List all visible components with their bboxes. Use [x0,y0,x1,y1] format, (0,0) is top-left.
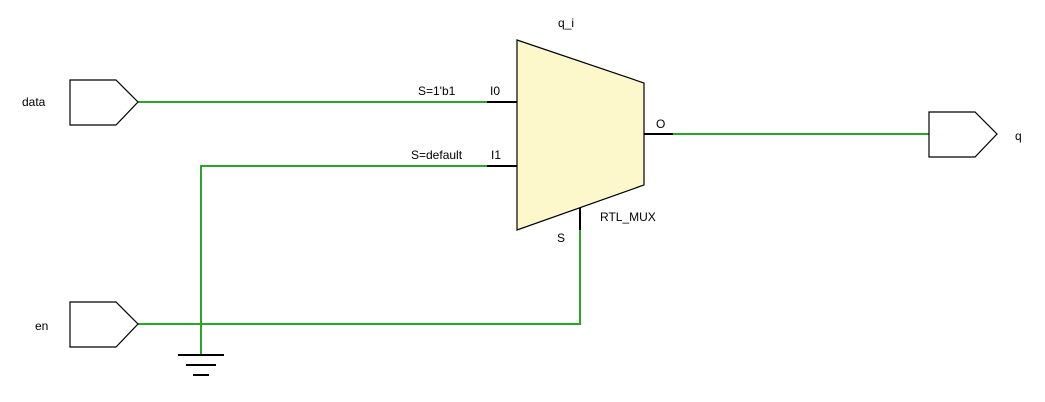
mux-pin-label-o: O [656,117,665,131]
q-port-icon[interactable] [928,111,998,158]
mux-instance-name: q_i [558,16,574,30]
data-port-icon[interactable] [69,79,139,126]
mux-body[interactable] [516,39,645,231]
wire-en-to-select[interactable] [138,230,581,325]
ground-symbol-icon [178,354,224,376]
mux-condition-i1: S=default [411,148,463,162]
mux-condition-i0: S=1'b1 [418,84,456,98]
wire-ground-to-i1[interactable] [200,165,487,355]
en-port-icon[interactable] [69,301,139,348]
mux-pin-label-s: S [557,231,565,245]
mux-pin-label-i1: I1 [491,148,501,162]
mux-pin-label-i0: I0 [490,84,500,98]
port-label-q: q [1015,129,1022,143]
mux-cell-type: RTL_MUX [600,210,656,224]
port-label-en: en [35,319,48,333]
port-label-data: data [22,95,46,109]
